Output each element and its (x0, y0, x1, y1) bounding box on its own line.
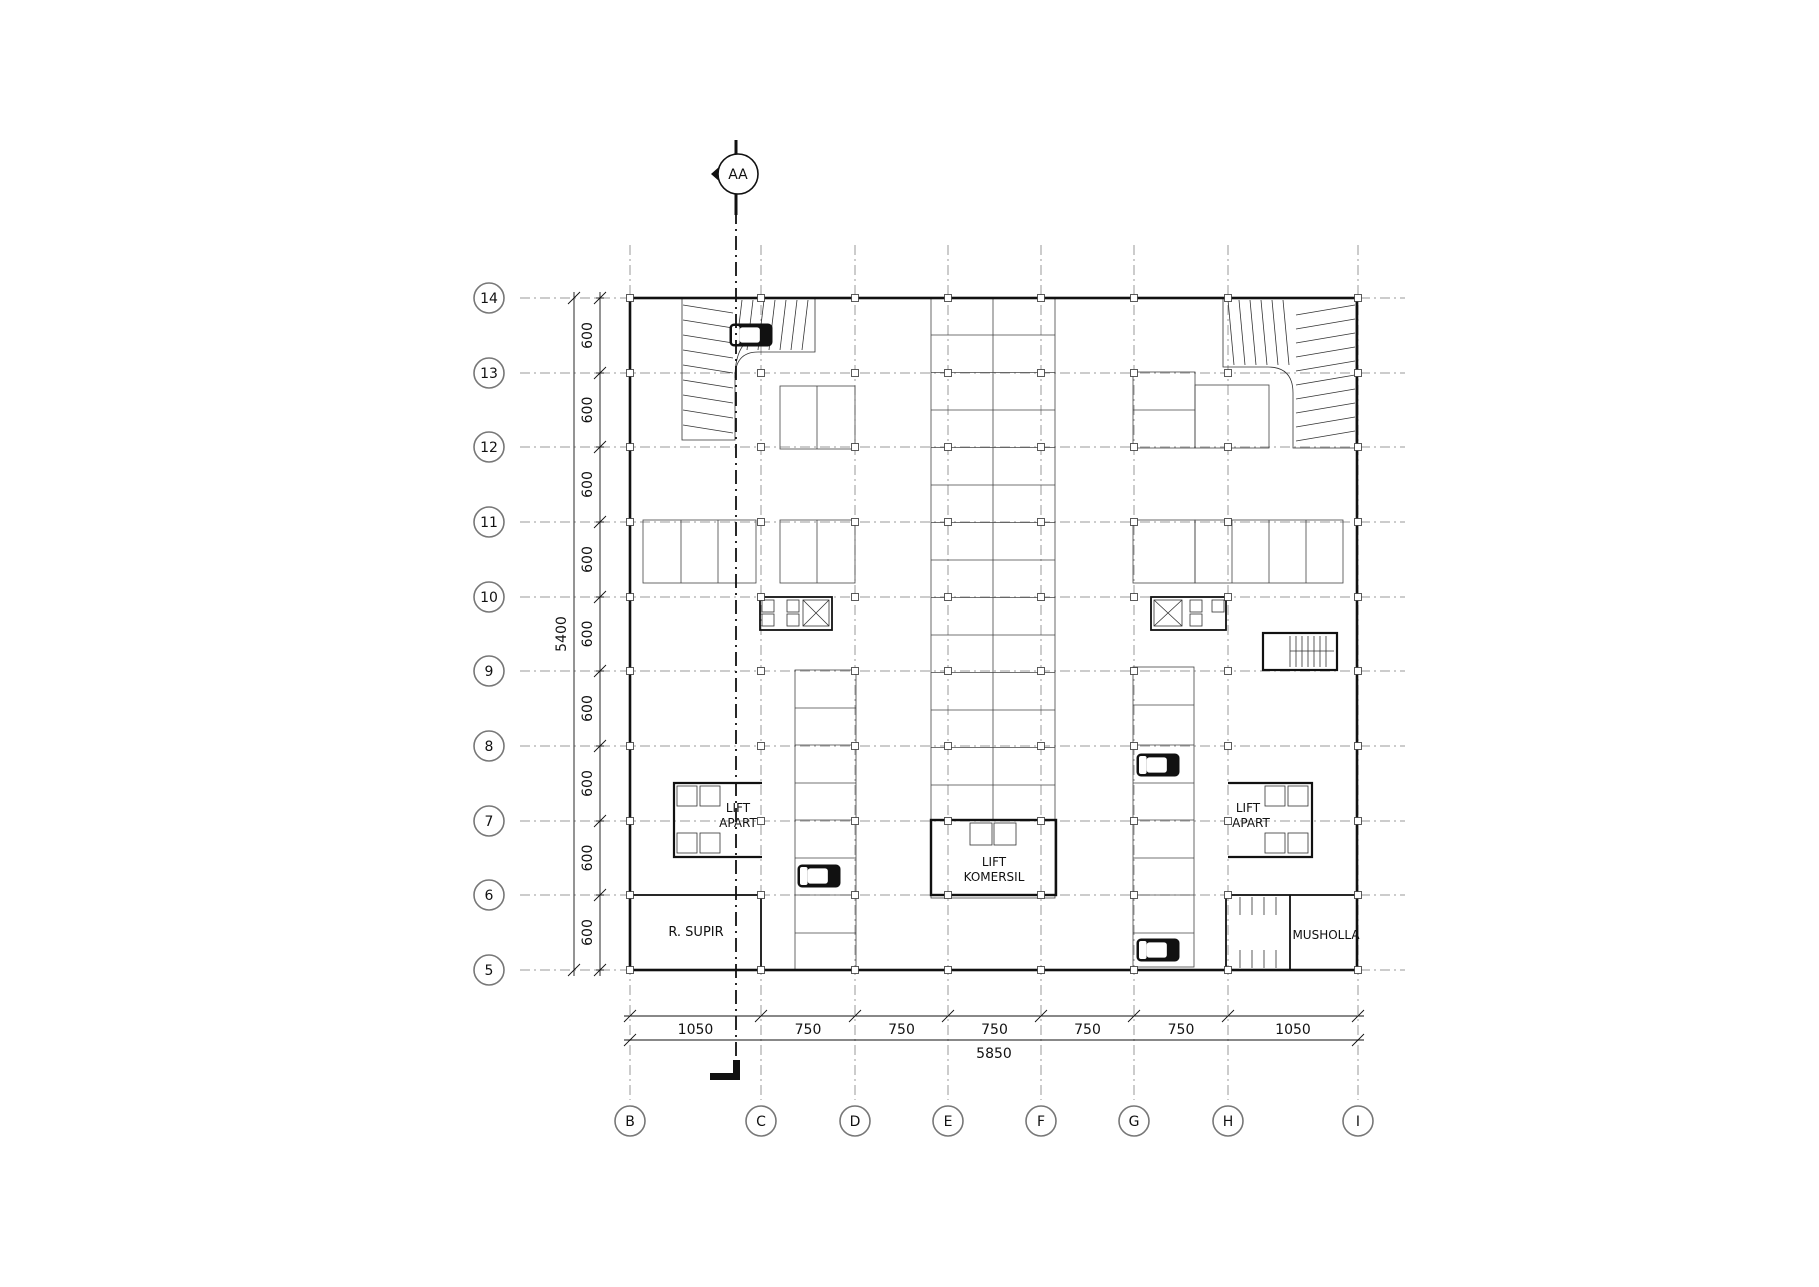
horizontal-dimension-span: 750 (1168, 1022, 1195, 1038)
lift-komersil-label-2: KOMERSIL (964, 870, 1025, 884)
vertical-dimension-span: 600 (580, 322, 596, 349)
column-bubble (1025, 1105, 1057, 1137)
column-bubble-label: H (1223, 1114, 1234, 1130)
row-bubble (473, 954, 505, 986)
column-grid-bubbles: B C D E F G H I (614, 1105, 1374, 1137)
row-bubble (473, 730, 505, 762)
horizontal-dimension-span: 750 (1074, 1022, 1101, 1038)
column-bubble-label: D (850, 1114, 861, 1130)
row-bubble-label: 9 (485, 664, 494, 680)
row-bubble-label: 10 (480, 590, 498, 606)
column-bubble (1342, 1105, 1374, 1137)
row-bubble (473, 805, 505, 837)
lift-core-left-small (759, 596, 833, 631)
ramp-right (1222, 297, 1357, 449)
row-bubble-label: 11 (480, 515, 498, 531)
horizontal-dimension-span: 750 (888, 1022, 915, 1038)
column-bubble (745, 1105, 777, 1137)
column-bubble-label: C (756, 1114, 766, 1130)
stair-core-right (1261, 631, 1339, 672)
column-bubble-label: I (1356, 1114, 1360, 1130)
row-bubble-label: 13 (480, 366, 498, 382)
column-bubble (614, 1105, 646, 1137)
vertical-dimension-span: 600 (580, 397, 596, 424)
row-bubble (473, 431, 505, 463)
vertical-dimension-span: 600 (580, 621, 596, 648)
lift-komersil: LIFT KOMERSIL (929, 818, 1058, 897)
lift-apart-right: LIFT APART (1228, 781, 1314, 859)
vertical-dimension-span: 600 (580, 845, 596, 872)
cars (729, 323, 1180, 962)
column-bubble-label: G (1129, 1114, 1140, 1130)
row-bubble-label: 8 (485, 739, 494, 755)
room-r-supir-label: R. SUPIR (668, 925, 723, 940)
row-bubble (473, 282, 505, 314)
column-bubble (932, 1105, 964, 1137)
column-bubble-label: B (625, 1114, 635, 1130)
car-ramp-left (729, 323, 773, 347)
vertical-dimension-span: 600 (580, 770, 596, 797)
horizontal-dimension-span: 1050 (1275, 1022, 1311, 1038)
lift-apart-left: LIFT APART (672, 781, 762, 859)
structural-columns (626, 294, 1362, 974)
vertical-dimension-span: 600 (580, 471, 596, 498)
room-r-supir: R. SUPIR (629, 894, 762, 971)
section-line-aa: AA (710, 140, 759, 1080)
car-column-d (797, 864, 841, 888)
building-outline (628, 296, 1359, 972)
horizontal-dimension-total: 5850 (976, 1046, 1012, 1062)
lift-apart-left-label-1: LIFT (726, 801, 751, 815)
vertical-dimension-span: 600 (580, 695, 596, 722)
column-bubble (1212, 1105, 1244, 1137)
row-bubble (473, 506, 505, 538)
vertical-dimension-span: 600 (580, 546, 596, 573)
vertical-dimension-total: 5400 (554, 616, 570, 652)
column-bubble-label: F (1037, 1114, 1045, 1130)
row-grid-bubbles: 14 13 12 11 10 9 8 7 6 5 (473, 282, 505, 986)
lift-core-right-small (1150, 596, 1227, 631)
row-bubble-label: 14 (480, 291, 498, 307)
ramp-left (681, 297, 816, 441)
row-bubble (473, 357, 505, 389)
car-column-g-lower (1136, 938, 1180, 962)
column-bubble-label: E (944, 1114, 953, 1130)
row-bubble-label: 5 (485, 963, 494, 979)
row-bubble-label: 6 (485, 888, 494, 904)
lift-apart-left-label-2: APART (719, 816, 757, 830)
horizontal-dimension-span: 750 (981, 1022, 1008, 1038)
lift-apart-right-label-2: APART (1232, 816, 1270, 830)
row-bubble (473, 879, 505, 911)
horizontal-dimension-span: 750 (795, 1022, 822, 1038)
dimension-lines: 600 600 600 600 600 600 600 600 600 5400 1050 750 75… (554, 291, 1365, 1062)
row-bubble (473, 655, 505, 687)
horizontal-dimension-span: 1050 (678, 1022, 714, 1038)
lift-apart-right-label-1: LIFT (1236, 801, 1261, 815)
room-musholla: MUSHOLLA (1225, 894, 1360, 971)
column-bubble (839, 1105, 871, 1137)
row-bubble (473, 581, 505, 613)
section-marker-label: AA (728, 167, 748, 183)
vertical-dimension-span: 600 (580, 919, 596, 946)
lift-komersil-label-1: LIFT (982, 855, 1007, 869)
row-bubble-label: 12 (480, 440, 498, 456)
column-bubble (1118, 1105, 1150, 1137)
car-column-g-upper (1136, 753, 1180, 777)
row-bubble-label: 7 (485, 814, 494, 830)
room-musholla-label: MUSHOLLA (1292, 928, 1360, 942)
